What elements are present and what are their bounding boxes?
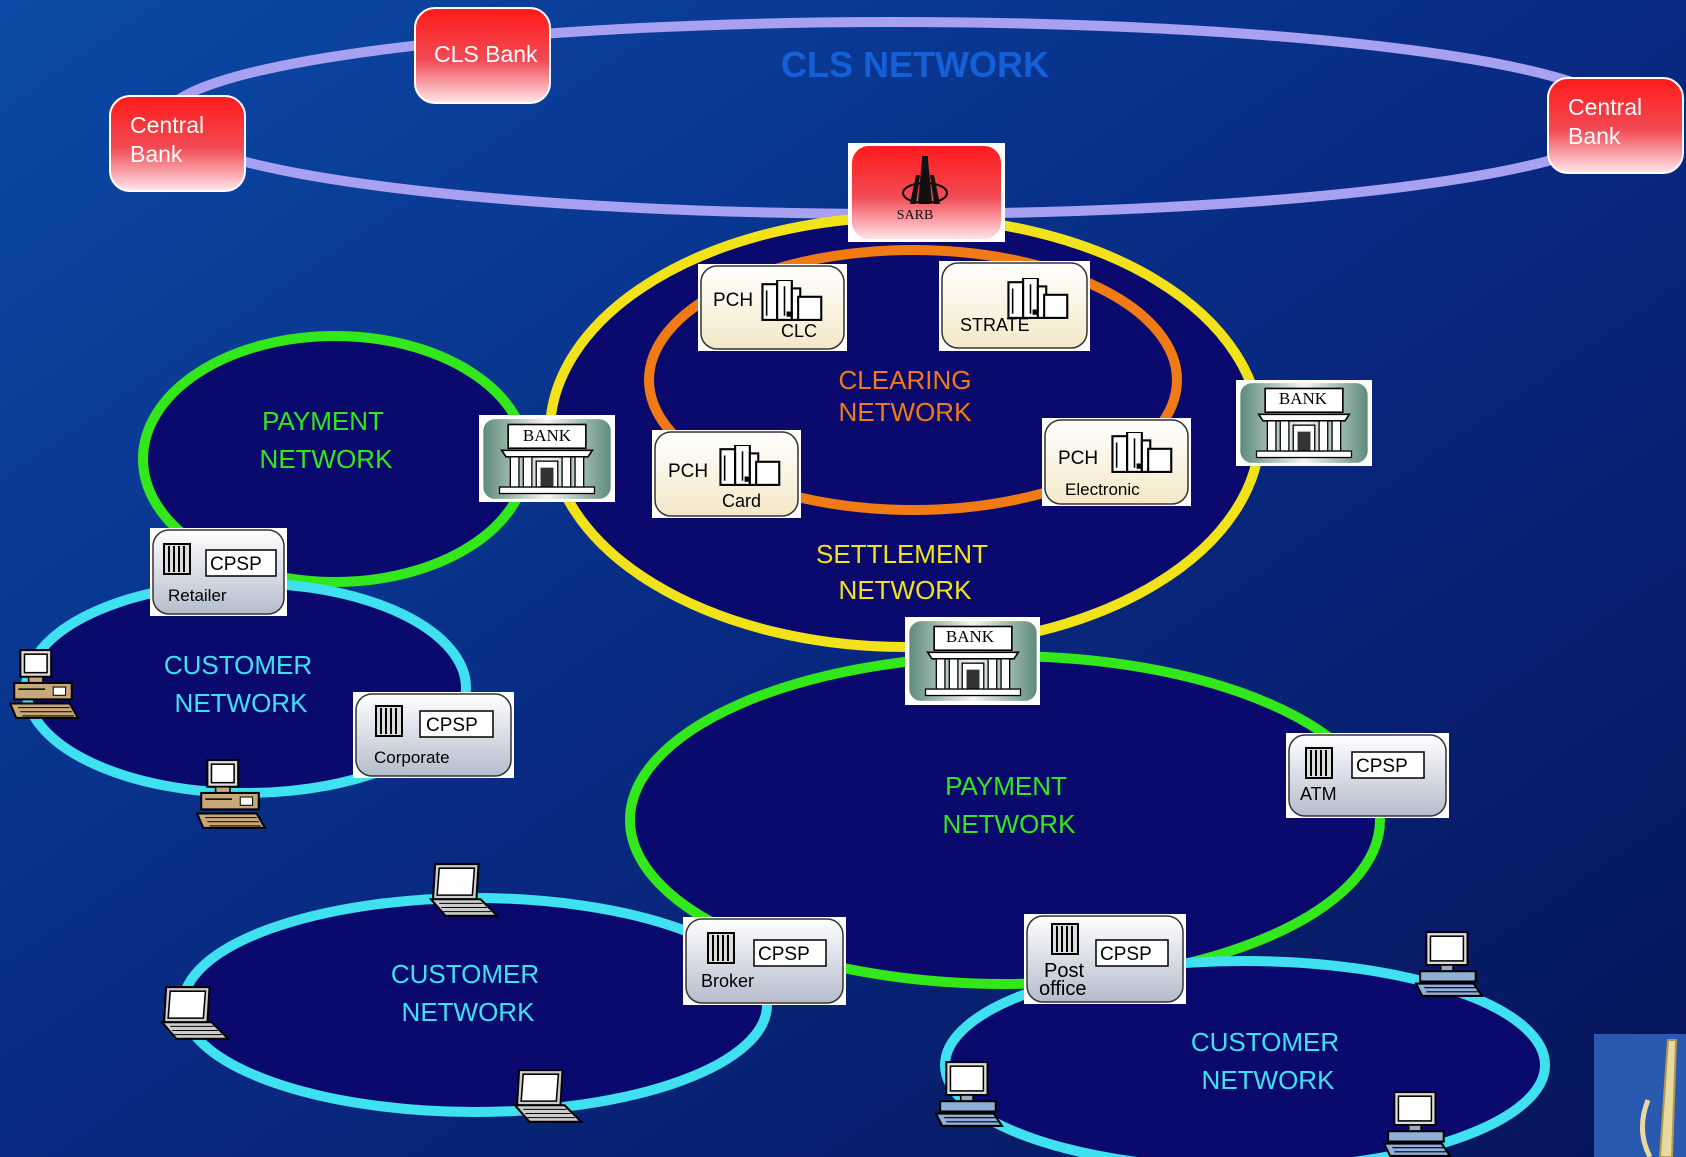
server-icon [1305,747,1333,779]
customer-network-left-title-1: CUSTOMER [164,650,312,680]
clearing-network-title-2: NETWORK [839,397,973,427]
cpsp-retailer-label: Retailer [168,586,227,605]
bank-left-node: BANK [479,415,615,502]
cls-bank-label: CLS Bank [434,41,538,67]
cpsp-atm-node: CPSP ATM [1286,733,1449,818]
pch-strate-node: STRATE [939,261,1090,351]
central-bank-left-label-1: Central [130,112,204,138]
cpsp-post-office-cpsp-label: CPSP [1100,944,1152,965]
cpsp-broker-node: CPSP Broker [683,917,846,1005]
bank-right-node: BANK [1236,380,1372,466]
pch-electronic-node: PCH Electronic [1042,418,1191,506]
cpsp-post-office-label-1: Post [1044,960,1084,982]
pch-clc-label: CLC [781,321,817,341]
cpsp-corporate-cpsp-label: CPSP [426,715,478,736]
pch-card-label: Card [722,491,761,511]
cpsp-retailer-node: CPSP Retailer [150,528,287,616]
cpsp-post-office-node: CPSP Post office [1024,914,1186,1004]
settlement-network-title-1: SETTLEMENT [816,539,988,569]
cpsp-corporate-node: CPSP Corporate [353,692,514,778]
customer-network-bottom-right-title-1: CUSTOMER [1191,1027,1339,1057]
central-bank-left-label-2: Bank [130,141,183,167]
pch-clc-node: PCH CLC [698,264,847,351]
sarb-label: SARB [897,208,934,223]
pch-strate-label: STRATE [960,315,1030,335]
bank-right-label: BANK [1279,389,1328,408]
server-icon [707,932,735,964]
cls-network-title: CLS NETWORK [781,44,1049,85]
cpsp-atm-cpsp-label: CPSP [1356,756,1408,777]
payment-network-right-title-1: PAYMENT [945,771,1067,801]
clearing-network-title-1: CLEARING [839,365,972,395]
central-bank-left-node: Central Bank [109,95,246,192]
bank-bottom-node: BANK [905,617,1040,705]
pch-clc-prefix: PCH [713,290,753,311]
sarb-logo-icon [902,156,948,204]
settlement-network-title-2: NETWORK [839,575,973,605]
corner-logo [1594,1034,1686,1157]
customer-network-bottom-left-title-1: CUSTOMER [391,959,539,989]
pch-card-node: PCH Card [652,430,801,518]
customer-network-left-title-2: NETWORK [175,688,309,718]
server-icon [163,543,191,575]
sarb-node: SARB [848,143,1005,242]
cpsp-atm-label: ATM [1300,784,1337,804]
central-bank-right-label-1: Central [1568,94,1642,120]
central-bank-right-node: Central Bank [1547,77,1684,174]
server-icon [1051,923,1079,955]
bank-left-label: BANK [523,426,572,445]
customer-network-bottom-right-title-2: NETWORK [1202,1065,1336,1095]
cls-bank-node: CLS Bank [414,7,551,104]
cpsp-retailer-cpsp-label: CPSP [210,554,262,575]
cpsp-corporate-label: Corporate [374,748,450,767]
central-bank-right-label-2: Bank [1568,123,1621,149]
bank-bottom-label: BANK [946,627,995,646]
pch-electronic-prefix: PCH [1058,448,1098,469]
cpsp-broker-cpsp-label: CPSP [758,944,810,965]
cpsp-post-office-label-2: office [1039,978,1086,1000]
pch-electronic-label: Electronic [1065,480,1140,499]
payment-network-left-title-2: NETWORK [260,444,394,474]
payment-network-left-title-1: PAYMENT [262,406,384,436]
customer-network-bottom-left-title-2: NETWORK [402,997,536,1027]
server-icon [375,705,403,737]
pch-card-prefix: PCH [668,461,708,482]
payment-network-right-title-2: NETWORK [943,809,1077,839]
cpsp-broker-label: Broker [701,971,754,991]
